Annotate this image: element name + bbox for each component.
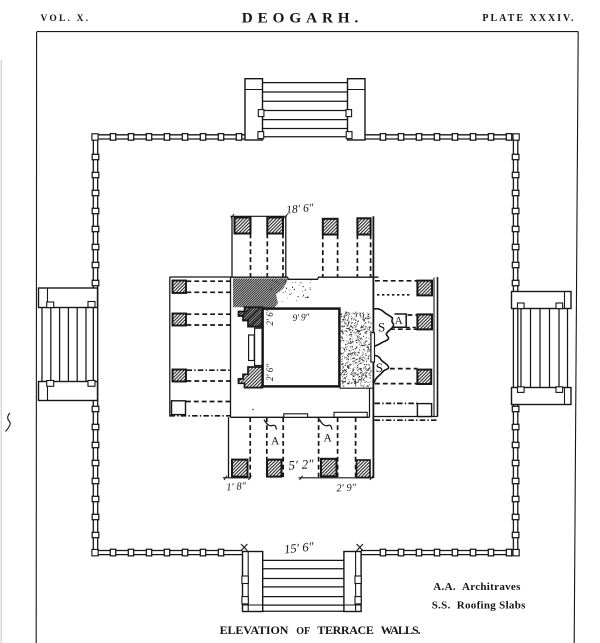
svg-text:18′ 6″: 18′ 6″ — [286, 202, 315, 216]
svg-text:A: A — [271, 436, 280, 448]
svg-text:VOL. X.: VOL. X. — [41, 14, 91, 24]
svg-text:15′ 6″: 15′ 6″ — [283, 539, 315, 556]
svg-text:A: A — [324, 433, 333, 445]
svg-text:OF: OF — [296, 626, 310, 637]
svg-text:2′ 9″: 2′ 9″ — [336, 482, 357, 494]
svg-text:9′ 9″: 9′ 9″ — [292, 312, 311, 324]
svg-text:2′ 6″: 2′ 6″ — [265, 364, 275, 381]
svg-text:A: A — [395, 315, 403, 327]
svg-text:PLATE XXXIV.: PLATE XXXIV. — [482, 13, 575, 24]
svg-text:ELEVATION: ELEVATION — [220, 623, 289, 637]
svg-text:5′ 2″: 5′ 2″ — [288, 456, 315, 473]
svg-text:A.A. Architraves: A.A. Architraves — [433, 581, 521, 593]
svg-text:TERRACE: TERRACE — [317, 623, 374, 637]
svg-text:S: S — [376, 360, 383, 375]
svg-text:DEOGARH.: DEOGARH. — [242, 9, 363, 26]
svg-text:S.S. Roofing Slabs: S.S. Roofing Slabs — [432, 600, 526, 612]
svg-text:WALLS.: WALLS. — [381, 623, 421, 637]
svg-text:1′ 8″: 1′ 8″ — [226, 481, 247, 493]
svg-text:S: S — [378, 320, 385, 335]
svg-text:2′ 6″: 2′ 6″ — [265, 308, 275, 325]
